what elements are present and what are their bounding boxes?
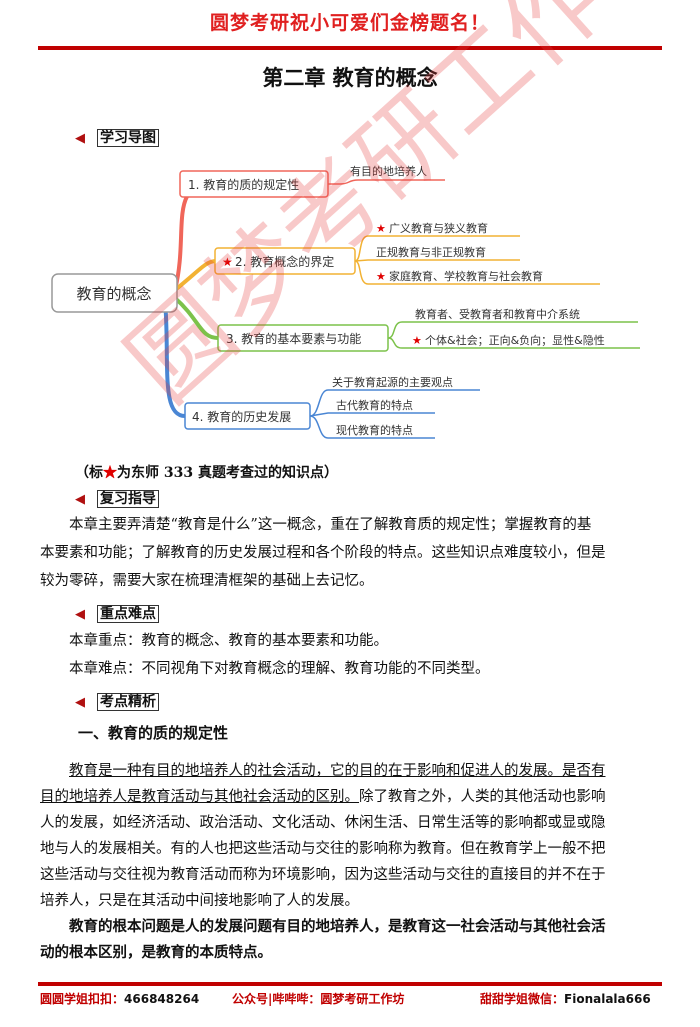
- section-heading-map: ◀​ 学习导图: [75, 127, 159, 147]
- section-heading-key: ◀​ 重点难点: [75, 603, 159, 623]
- leaf-star-icon: ★: [376, 222, 386, 235]
- chapter-title: 第二章 教育的概念: [262, 66, 438, 90]
- section-bullet-icon: ◀​: [75, 695, 85, 710]
- analysis-line-3: 人的发展，如经济活动、政治活动、文化活动、休闲生活、日常生活等的影响都或显或隐: [40, 815, 606, 831]
- branch-curve-3: [173, 296, 219, 340]
- leaf-4-2: 古代教育的特点: [336, 398, 413, 412]
- section-label: 学习导图: [97, 129, 159, 147]
- analysis-line-1: 教育是一种有目的地培养人的社会活动，它的目的在于影响和促进人的发展。是否有: [69, 763, 606, 779]
- bottom-rule: [38, 982, 662, 986]
- top-banner: 圆梦考研祝小可爱们金榜题名！: [209, 12, 490, 34]
- leaf-star-icon: ★: [412, 334, 422, 347]
- analysis-bold-2: 动的根本区别，是教育的本质特点。: [40, 944, 272, 961]
- branch-label-3: 3. 教育的基本要素与功能: [226, 331, 361, 346]
- root-node: [51, 273, 178, 313]
- footer-wechat-account: 公众号|哔哔哔：圆梦考研工作坊: [232, 992, 405, 1006]
- branch-star-icon: ★: [222, 255, 233, 269]
- root-node-label: 教育的概念: [76, 285, 151, 303]
- top-rule: [38, 46, 662, 50]
- leaf-star-icon: ★: [376, 270, 386, 283]
- section-label: 复习指导: [97, 490, 159, 508]
- branch-curve-2: [173, 259, 216, 292]
- section-bullet-icon: ◀​: [75, 607, 85, 622]
- mind-map: 教育的概念 1. 教育的质的规定性 有目的地培养人 ★ 2. 教育概念的界定 ★…: [51, 164, 640, 439]
- review-line-1: 本章主要弄清楚“教育是什么”这一概念，重在了解教育质的规定性；掌握教育的基: [69, 517, 592, 533]
- section-label: 考点精析: [97, 693, 159, 711]
- section-heading-analysis: ◀​ 考点精析: [75, 691, 159, 711]
- branch-label-4: 4. 教育的历史发展: [192, 409, 291, 424]
- section-label: 重点难点: [97, 605, 159, 623]
- leaf-3-2: 个体&社会；正向&负向；显性&隐性: [425, 333, 605, 347]
- star-legend-note: （标★为东师 333 真题考查过的知识点）: [75, 465, 338, 481]
- branch-label-2: 2. 教育概念的界定: [235, 254, 334, 269]
- leaf-2-3: 家庭教育、学校教育与社会教育: [389, 269, 543, 283]
- leaf-1-1: 有目的地培养人: [350, 164, 427, 178]
- analysis-line-2: 目的地培养人是教育活动与其他社会活动的区别。除了教育之外，人类的其他活动也影响: [40, 789, 606, 805]
- leaf-4-3: 现代教育的特点: [336, 423, 413, 437]
- review-line-3: 较为零碎，需要大家在梳理清框架的基础上去记忆。: [40, 573, 374, 589]
- key-difficulty: 本章难点：不同视角下对教育概念的理解、教育功能的不同类型。: [69, 661, 490, 677]
- leaf-4-1: 关于教育起源的主要观点: [332, 375, 453, 389]
- review-line-2: 本要素和功能；了解教育的历史发展过程和各个阶段的特点。这些知识点难度较小，但是: [40, 545, 606, 561]
- analysis-line-6: 培养人，只是在其活动中间接地影响了人的发展。: [40, 893, 359, 909]
- analysis-line-5: 这些活动与交往视为教育活动而称为环境影响，因为这些活动与交往的直接目的并不在于: [40, 867, 606, 883]
- leaf-3-1: 教育者、受教育者和教育中介系统: [415, 307, 580, 321]
- star-icon: ★: [103, 465, 117, 481]
- leaf-2-1: 广义教育与狭义教育: [389, 221, 488, 235]
- section-bullet-icon: ◀​: [75, 492, 85, 507]
- section-heading-review: ◀​ 复习指导: [75, 488, 159, 508]
- branch-curve-1: [173, 180, 221, 291]
- footer-contact: 甜甜学姐微信：Fionalala666: [480, 992, 651, 1006]
- leaf-2-2: 正规教育与非正规教育: [376, 245, 486, 259]
- branch-curve-4: [163, 299, 186, 418]
- section-bullet-icon: ◀​: [75, 131, 85, 146]
- analysis-line-4: 地与人的发展相关。有的人也把这些活动与交往的影响称为教育。但在教育学上一般不把: [40, 841, 606, 857]
- footer-qq: 圆圆学姐扣扣：466848264: [40, 992, 200, 1006]
- key-focus: 本章重点：教育的概念、教育的基本要素和功能。: [69, 633, 388, 649]
- branch-label-1: 1. 教育的质的规定性: [188, 177, 299, 192]
- analysis-heading: 一、教育的质的规定性: [78, 724, 229, 742]
- analysis-bold-1: 教育的根本问题是人的发展问题有目的地培养人，是教育这一社会活动与其他社会活: [69, 918, 606, 935]
